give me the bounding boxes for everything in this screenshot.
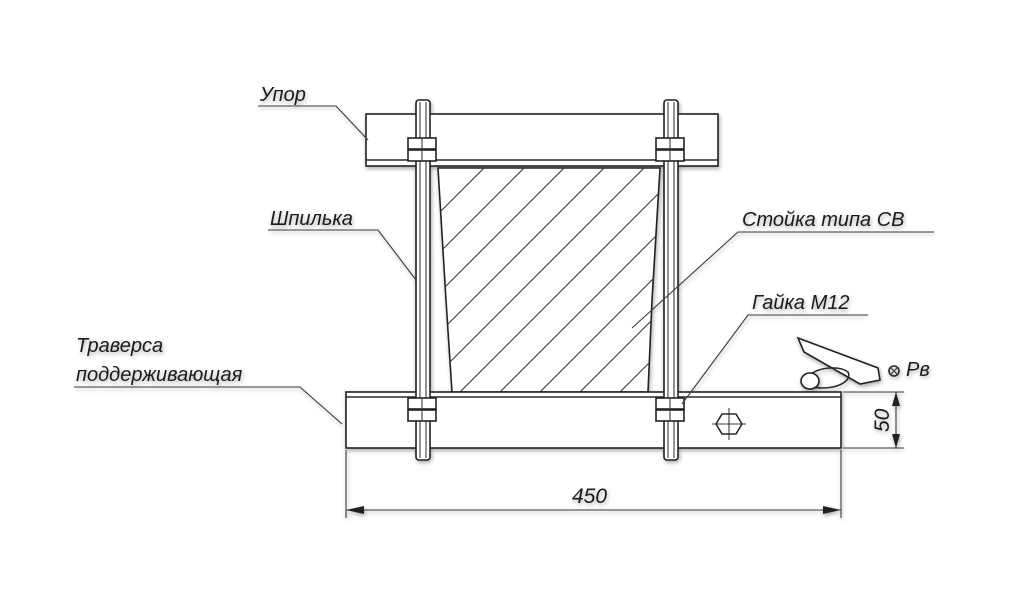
leader-traversa: [74, 386, 343, 425]
label-pv: Рв: [906, 359, 930, 381]
label-stoika: Стойка типа СВ: [742, 209, 905, 231]
dimension-height-value: 50: [871, 408, 894, 432]
lever-icon: [796, 336, 881, 390]
leader-shpilka: [268, 229, 417, 281]
force-marker-icon: [888, 365, 900, 377]
label-traversa-line1: Траверса: [76, 335, 163, 357]
label-traversa-line2: поддерживающая: [76, 364, 243, 386]
leader-upor: [258, 105, 369, 141]
label-gaika: Гайка М12: [752, 292, 850, 314]
label-upor: Упор: [259, 84, 306, 106]
leader-stoika: [631, 231, 934, 329]
height-dimension: [843, 391, 904, 449]
leader-gaika: [681, 314, 868, 405]
dimension-width-value: 450: [572, 485, 607, 508]
label-shpilka: Шпилька: [270, 208, 353, 230]
stud-right: [655, 99, 685, 461]
width-dimension: [345, 450, 842, 518]
stud-left: [407, 99, 437, 461]
hole-symbol: [712, 408, 746, 440]
post-hatch: [437, 167, 661, 393]
